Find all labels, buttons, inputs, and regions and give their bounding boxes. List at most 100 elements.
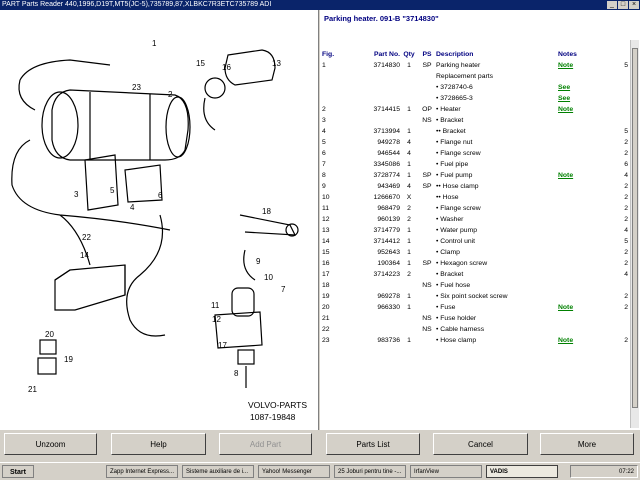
cell-note [558, 71, 584, 82]
cell-partno: 968479 [377, 205, 400, 212]
cell-desc: • Fuse holder [436, 315, 477, 322]
taskbar-item-sisteme[interactable]: Sisteme auxiliare de i... [182, 465, 254, 478]
cell-partno [358, 71, 400, 82]
callout-5: 5 [110, 186, 115, 195]
cell-fig: 10 [322, 194, 330, 201]
cell-partno: 3713994 [373, 128, 400, 135]
parts-scrollbar[interactable] [630, 40, 639, 428]
window-controls: _ □ × [607, 1, 639, 9]
cell-partno [358, 115, 400, 126]
cell-note-count: 2 [624, 249, 629, 256]
see-link[interactable]: See [558, 95, 571, 102]
cell-partno: 3714830 [373, 62, 400, 69]
note-link[interactable]: Note [558, 106, 574, 113]
maximize-button[interactable]: □ [618, 1, 628, 9]
taskbar-item-yahoo[interactable]: Yahoo! Messenger [258, 465, 330, 478]
see-link[interactable]: See [558, 84, 571, 91]
cell-note-count: 2 [624, 205, 629, 212]
parts-title: Parking heater. 091-B "3714830" [324, 14, 439, 23]
drawing-number: 1087-19848 [250, 412, 296, 422]
taskbar-item-irfanview[interactable]: IrfanView [410, 465, 482, 478]
cell-ps: NS [422, 282, 432, 289]
cell-qty: 1 [407, 161, 411, 168]
cancel-button[interactable]: Cancel [433, 433, 528, 455]
taskbar-item-joburi[interactable]: 25 Joburi pentru tine -... [334, 465, 406, 478]
cell-qty: 1 [407, 227, 411, 234]
cell-note-count [584, 104, 628, 115]
start-button[interactable]: Start [2, 465, 34, 478]
note-link[interactable]: Note [558, 172, 574, 179]
close-button[interactable]: × [629, 1, 639, 9]
cell-ps [418, 214, 436, 225]
cell-ps [418, 148, 436, 159]
cell-partno: 1266670 [373, 194, 400, 201]
add-part-button[interactable]: Add Part [219, 433, 312, 455]
scroll-thumb[interactable] [632, 48, 638, 408]
cell-qty [400, 82, 418, 93]
col-fig: Fig. [322, 50, 335, 58]
cell-note-count: 4 [624, 227, 629, 234]
cell-qty: 1 [407, 260, 411, 267]
cell-desc: •• Hose [436, 194, 459, 201]
cell-qty: 4 [407, 139, 411, 146]
cell-desc: • Washer [436, 216, 464, 223]
cell-qty: 1 [407, 172, 411, 179]
cell-partno: 983736 [377, 337, 400, 344]
cell-desc: • Cable harness [436, 326, 485, 333]
cell-desc: • Heater [436, 106, 461, 113]
cell-qty [400, 313, 418, 324]
cell-ps: SP [422, 172, 432, 179]
cell-ps [418, 269, 436, 280]
cell-ps: SP [422, 260, 432, 267]
more-button[interactable]: More [540, 433, 634, 455]
exploded-diagram[interactable]: 1 2 3 4 5 6 7 8 9 10 11 12 13 14 15 16 1… [0, 10, 319, 430]
cell-desc: • Water pump [436, 227, 478, 234]
taskbar: Start Zapp Internet Express... Sisteme a… [0, 462, 640, 480]
taskbar-item-vadis[interactable]: VADIS [486, 465, 558, 478]
cell-note-count: 4 [624, 172, 629, 179]
unzoom-button[interactable]: Unzoom [4, 433, 97, 455]
table-row[interactable]: Replacement parts [322, 71, 628, 82]
cell-partno: 946544 [377, 150, 400, 157]
parts-list-button[interactable]: Parts List [326, 433, 420, 455]
note-link[interactable]: Note [558, 304, 574, 311]
callout-6: 6 [158, 191, 163, 200]
cell-note: Note [558, 335, 584, 346]
cell-ps: NS [422, 117, 432, 124]
minimize-button[interactable]: _ [607, 1, 617, 9]
cell-note-count: 2 [624, 260, 629, 267]
taskbar-item-zapp[interactable]: Zapp Internet Express... [106, 465, 178, 478]
callout-20: 20 [45, 330, 54, 339]
cell-fig [322, 82, 358, 93]
note-link[interactable]: Note [558, 337, 574, 344]
cell-qty: 2 [407, 271, 411, 278]
help-button[interactable]: Help [111, 433, 206, 455]
parts-header-row: Fig. Part No. Qty PS Description Notes [322, 48, 628, 60]
note-link[interactable]: Note [558, 62, 574, 69]
